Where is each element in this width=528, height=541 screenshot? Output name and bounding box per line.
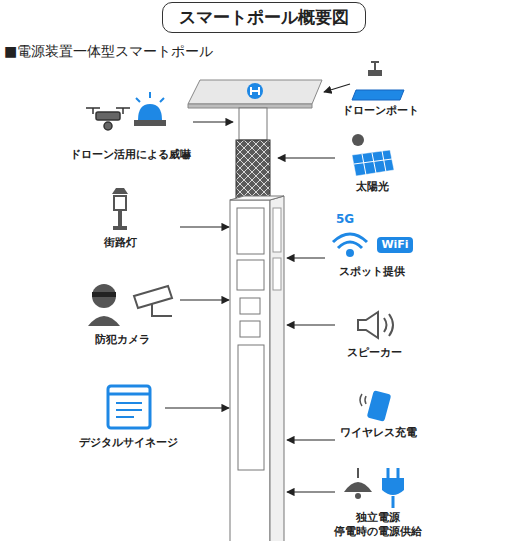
street-lamp-icon xyxy=(112,188,128,230)
feature-label: ドローンポート xyxy=(342,104,419,118)
leader-arrows xyxy=(165,84,350,492)
feature-label: デジタルサイネージ xyxy=(79,436,178,450)
drone-port-icon xyxy=(352,62,404,100)
feature-label: 街路灯 xyxy=(104,236,137,250)
solar-icon xyxy=(352,134,394,176)
signage-icon xyxy=(108,386,150,428)
speaker-icon xyxy=(358,312,393,338)
drone-icon xyxy=(86,108,130,130)
feature-label: スピーカー xyxy=(347,346,402,360)
phone-icon xyxy=(360,390,391,422)
feature-label: 太陽光 xyxy=(356,180,389,194)
title-box: スマートポール概要図 xyxy=(162,2,366,33)
siren-icon xyxy=(134,92,166,126)
wifi-icon xyxy=(333,234,367,256)
feature-label: ワイヤレス充電 xyxy=(340,426,417,440)
camera-icon xyxy=(88,284,172,326)
feature-label: ドローン活用による威嚇 xyxy=(70,148,191,162)
feature-label: 防犯カメラ xyxy=(95,333,150,347)
feature-label: スポット提供 xyxy=(339,265,405,279)
power-icon xyxy=(344,468,404,508)
wifi-badge: WiFi xyxy=(377,237,412,253)
network-label: 5G xyxy=(336,212,354,227)
feature-label: 独立電源 停電時の電源供給 xyxy=(328,511,428,539)
subtitle: ■電源装置一体型スマートポール xyxy=(4,43,213,61)
